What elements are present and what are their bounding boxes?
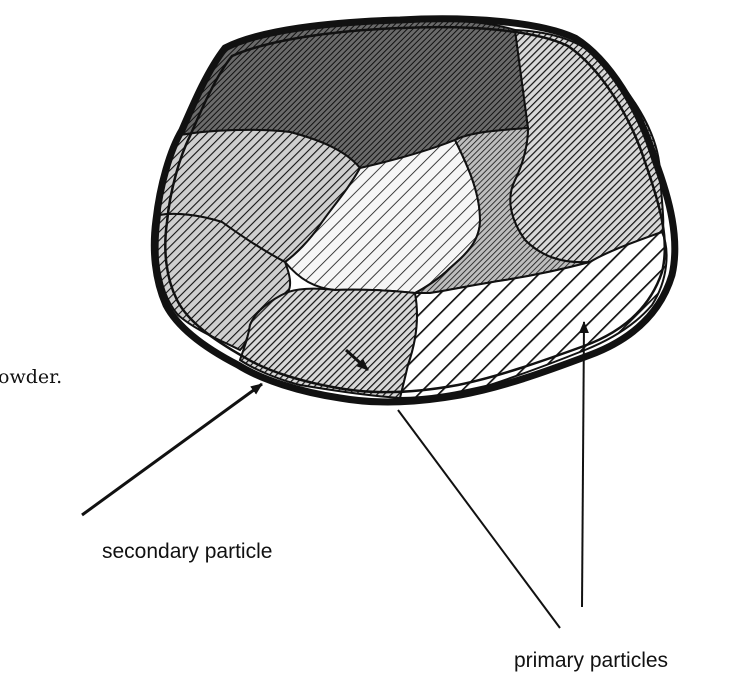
primary-particles-label: primary particles	[514, 649, 668, 673]
secondary-particle-label: secondary particle	[102, 540, 272, 564]
primary-particles-arrow-left	[398, 410, 560, 628]
secondary-particle-arrow	[82, 384, 262, 515]
primary-particles-arrow-right	[582, 322, 584, 607]
cropped-caption-fragment: owder.	[0, 366, 62, 388]
